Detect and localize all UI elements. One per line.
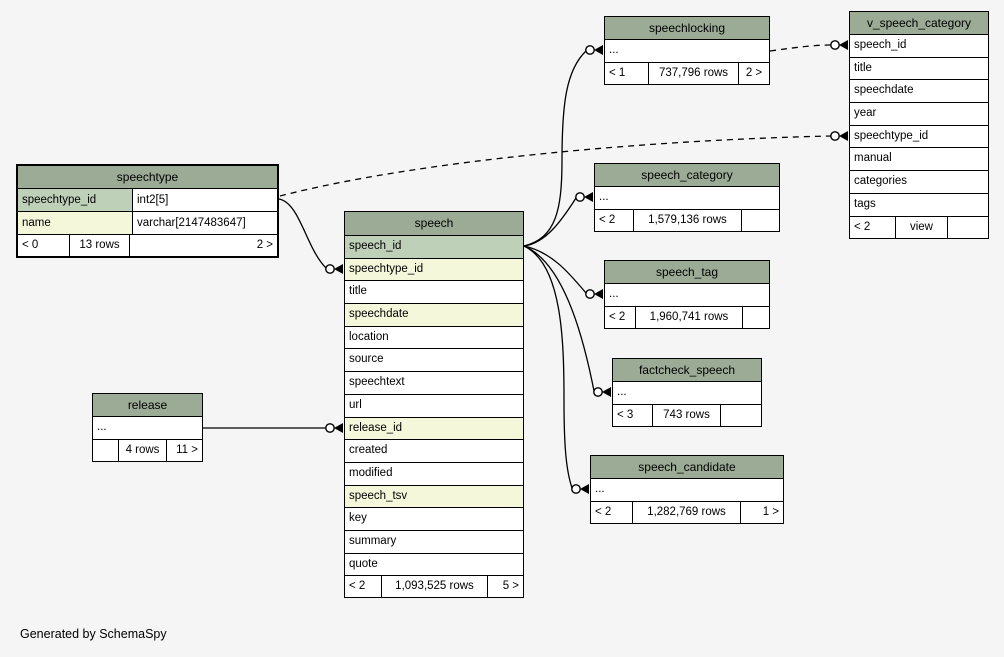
columns-ellipsis: ... (613, 382, 761, 405)
footer-children: < 2 (345, 576, 382, 598)
column-name: name varchar[2147483647] (18, 212, 277, 235)
columns-ellipsis: ... (591, 479, 783, 502)
footer-rowcount: 1,579,136 rows (634, 209, 742, 231)
column-key: key (345, 508, 523, 531)
connector-end-markers (325, 40, 848, 494)
table-footer: 4 rows 11 > (93, 439, 202, 461)
column-speechtext: speechtext (345, 372, 523, 395)
column-tags: tags (850, 193, 988, 217)
table-speech-header[interactable]: speech (345, 212, 523, 236)
table-speechlocking[interactable]: speechlocking ... < 1 737,796 rows 2 > (604, 16, 770, 85)
column-speechtype-id: speechtype_id (850, 125, 988, 149)
footer-view-label: view (896, 216, 948, 238)
column-name: speechtype_id (18, 189, 132, 211)
table-release[interactable]: release ... 4 rows 11 > (92, 393, 203, 462)
footer-parents: 11 > (176, 443, 198, 456)
table-speech-candidate[interactable]: speech_candidate ... < 2 1,282,769 rows … (590, 455, 784, 524)
footer-rowcount: 1,960,741 rows (636, 306, 743, 328)
column-url: url (345, 394, 523, 418)
table-speechtype[interactable]: speechtype speechtype_id int2[5] name va… (16, 164, 279, 258)
table-footer: < 2 view (850, 216, 988, 238)
column-created: created (345, 440, 523, 463)
footer-parents: 1 > (762, 505, 779, 518)
table-speech-category-header[interactable]: speech_category (595, 164, 779, 187)
footer-children (93, 439, 119, 461)
schemaspy-credit: Generated by SchemaSpy (20, 627, 167, 641)
table-speech-candidate-header[interactable]: speech_candidate (591, 456, 783, 479)
column-type: int2[5] (132, 189, 277, 211)
column-speechtype-id: speechtype_id int2[5] (18, 189, 277, 212)
footer-parents: 5 > (502, 580, 519, 593)
connector-speech-to-factcheck-speech (523, 245, 595, 392)
table-speech-category[interactable]: speech_category ... < 2 1,579,136 rows (594, 163, 780, 232)
table-v-speech-category-header[interactable]: v_speech_category (850, 12, 988, 35)
column-quote: quote (345, 553, 523, 577)
column-title: title (345, 281, 523, 305)
footer-rowcount: 1,093,525 rows (382, 576, 488, 598)
table-factcheck-speech[interactable]: factcheck_speech ... < 3 743 rows (612, 358, 762, 427)
columns-ellipsis: ... (595, 187, 779, 210)
table-footer: < 2 1,579,136 rows (595, 209, 779, 231)
table-speech-tag[interactable]: speech_tag ... < 2 1,960,741 rows (604, 260, 770, 329)
table-footer: < 2 1,093,525 rows 5 > (345, 576, 523, 598)
column-speechtype-id: speechtype_id (345, 258, 523, 282)
connector-speech-to-speechlocking (523, 50, 587, 247)
table-footer: < 0 13 rows 2 > (18, 235, 277, 256)
connector-speechtype-to-speech (278, 198, 327, 269)
table-speechtype-header[interactable]: speechtype (18, 166, 277, 189)
table-v-speech-category[interactable]: v_speech_category speech_id title speech… (849, 11, 989, 239)
column-location: location (345, 326, 523, 350)
footer-rowcount: 737,796 rows (649, 62, 739, 84)
column-speech-tsv: speech_tsv (345, 485, 523, 509)
column-speech-id: speech_id (345, 236, 523, 259)
footer-children: < 3 (613, 404, 653, 426)
connector-speech-to-speech-tag (523, 245, 587, 294)
column-release-id: release_id (345, 417, 523, 441)
columns-ellipsis: ... (605, 284, 769, 307)
column-year: year (850, 103, 988, 126)
footer-rowcount: 743 rows (653, 404, 721, 426)
footer-children: < 0 (18, 235, 70, 256)
table-footer: < 2 1,960,741 rows (605, 306, 769, 328)
column-modified: modified (345, 462, 523, 486)
footer-children: < 2 (595, 209, 634, 231)
column-name: name (18, 212, 132, 234)
footer-parents (743, 307, 769, 328)
connector-speech-to-speech-category (523, 197, 577, 247)
column-summary: summary (345, 530, 523, 554)
footer-parents: 2 > (256, 239, 273, 251)
column-source: source (345, 349, 523, 373)
footer-parents: 2 > (745, 66, 763, 79)
column-speech-id: speech_id (850, 35, 988, 58)
footer-parents (721, 405, 761, 426)
connector-speech-to-speech-candidate (523, 245, 573, 489)
columns-ellipsis: ... (93, 417, 202, 440)
table-footer: < 2 1,282,769 rows 1 > (591, 501, 783, 523)
footer-children: < 2 (850, 216, 896, 238)
connector-speechlocking-to-view (769, 44, 832, 52)
footer-parents (948, 217, 988, 238)
footer-children: < 2 (591, 501, 633, 523)
column-speechdate: speechdate (850, 80, 988, 104)
table-footer: < 1 737,796 rows 2 > (605, 62, 769, 84)
table-factcheck-speech-header[interactable]: factcheck_speech (613, 359, 761, 382)
connector-speechtype-to-view (279, 135, 832, 197)
table-release-header[interactable]: release (93, 394, 202, 417)
column-speechdate: speechdate (345, 304, 523, 327)
footer-rowcount: 1,282,769 rows (633, 501, 741, 523)
footer-rowcount: 4 rows (119, 439, 167, 461)
footer-children: < 1 (605, 62, 649, 84)
table-speech-tag-header[interactable]: speech_tag (605, 261, 769, 284)
column-categories: categories (850, 171, 988, 194)
column-type: varchar[2147483647] (132, 212, 277, 234)
column-manual: manual (850, 148, 988, 172)
footer-parents (742, 210, 779, 231)
column-title: title (850, 57, 988, 81)
table-footer: < 3 743 rows (613, 404, 761, 426)
footer-children: < 2 (605, 306, 636, 328)
table-speechlocking-header[interactable]: speechlocking (605, 17, 769, 40)
footer-rowcount: 13 rows (70, 235, 130, 256)
columns-ellipsis: ... (605, 40, 769, 63)
table-speech[interactable]: speech speech_id speechtype_id title spe… (344, 211, 524, 599)
